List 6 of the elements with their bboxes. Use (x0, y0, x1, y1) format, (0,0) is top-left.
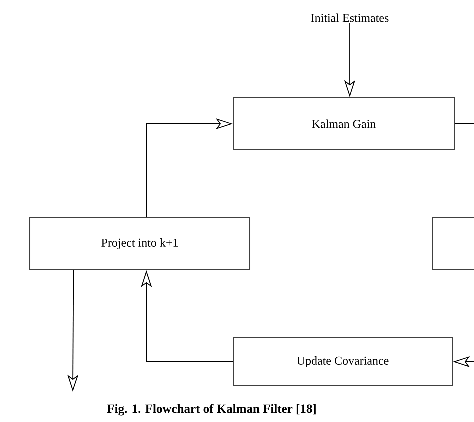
start-label: Initial Estimates (311, 14, 389, 22)
process-box: Project into k+1 (30, 218, 250, 270)
process-box (432, 218, 474, 270)
caption: Fig. 1. Flowchart of Kalman Filter [18] (107, 404, 316, 416)
process-box: Update Covariance (233, 337, 453, 386)
process-box: Kalman Gain (233, 98, 455, 150)
